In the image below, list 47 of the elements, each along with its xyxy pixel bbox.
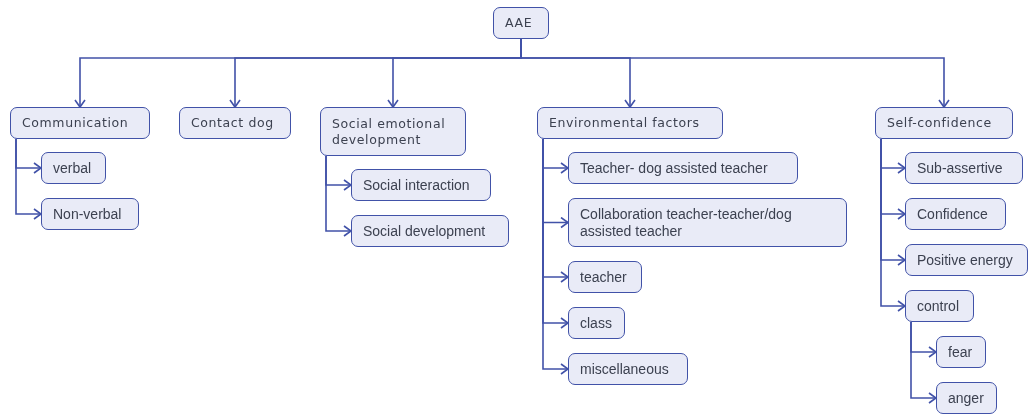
node-label: Collaboration teacher-teacher/dog assisted teacher (580, 205, 793, 240)
node-label: control (917, 297, 960, 315)
category-box (179, 107, 291, 139)
category-box (351, 215, 509, 247)
category-box (568, 152, 798, 184)
node-label: anger (948, 389, 984, 407)
node-label: Contact dog (191, 115, 274, 131)
category-box (10, 107, 150, 139)
node-label: Positive energy (917, 251, 1013, 269)
node-label: Environmental factors (549, 115, 700, 131)
category-box (568, 353, 688, 385)
category-box (320, 107, 466, 156)
category-box (905, 290, 974, 322)
node-label: Social emotional development (332, 115, 447, 148)
node-label: Confidence (917, 205, 988, 223)
node-label: Self-confidence (887, 115, 992, 131)
node-label: verbal (53, 159, 92, 177)
category-box (568, 198, 847, 247)
category-box (41, 152, 106, 184)
connector-arrow (15, 138, 42, 220)
node-label: AAE (505, 15, 533, 31)
connector-arrow (542, 138, 569, 375)
connector-arrow (325, 155, 352, 237)
node-label: fear (948, 343, 973, 361)
category-box (537, 107, 723, 139)
node-label: miscellaneous (580, 360, 669, 378)
node-label: Social interaction (363, 176, 470, 194)
node-label: Non-verbal (53, 205, 122, 223)
node-label: Communication (22, 115, 129, 131)
node-label: Teacher- dog assisted teacher (580, 159, 768, 177)
node-label: teacher (580, 268, 627, 286)
category-box (568, 307, 625, 339)
category-box (568, 261, 642, 293)
node-label: Social development (363, 222, 486, 240)
category-box (351, 169, 491, 201)
category-box (936, 336, 986, 368)
category-box (905, 244, 1028, 276)
category-box (905, 152, 1023, 184)
node-label: class (580, 314, 612, 332)
category-box (905, 198, 1006, 230)
category-box (493, 7, 549, 39)
category-box (41, 198, 139, 230)
category-box (875, 107, 1013, 139)
category-box (936, 382, 997, 414)
node-label: Sub-assertive (917, 159, 1003, 177)
connector-arrow (880, 138, 906, 312)
connector-arrow (910, 321, 937, 404)
